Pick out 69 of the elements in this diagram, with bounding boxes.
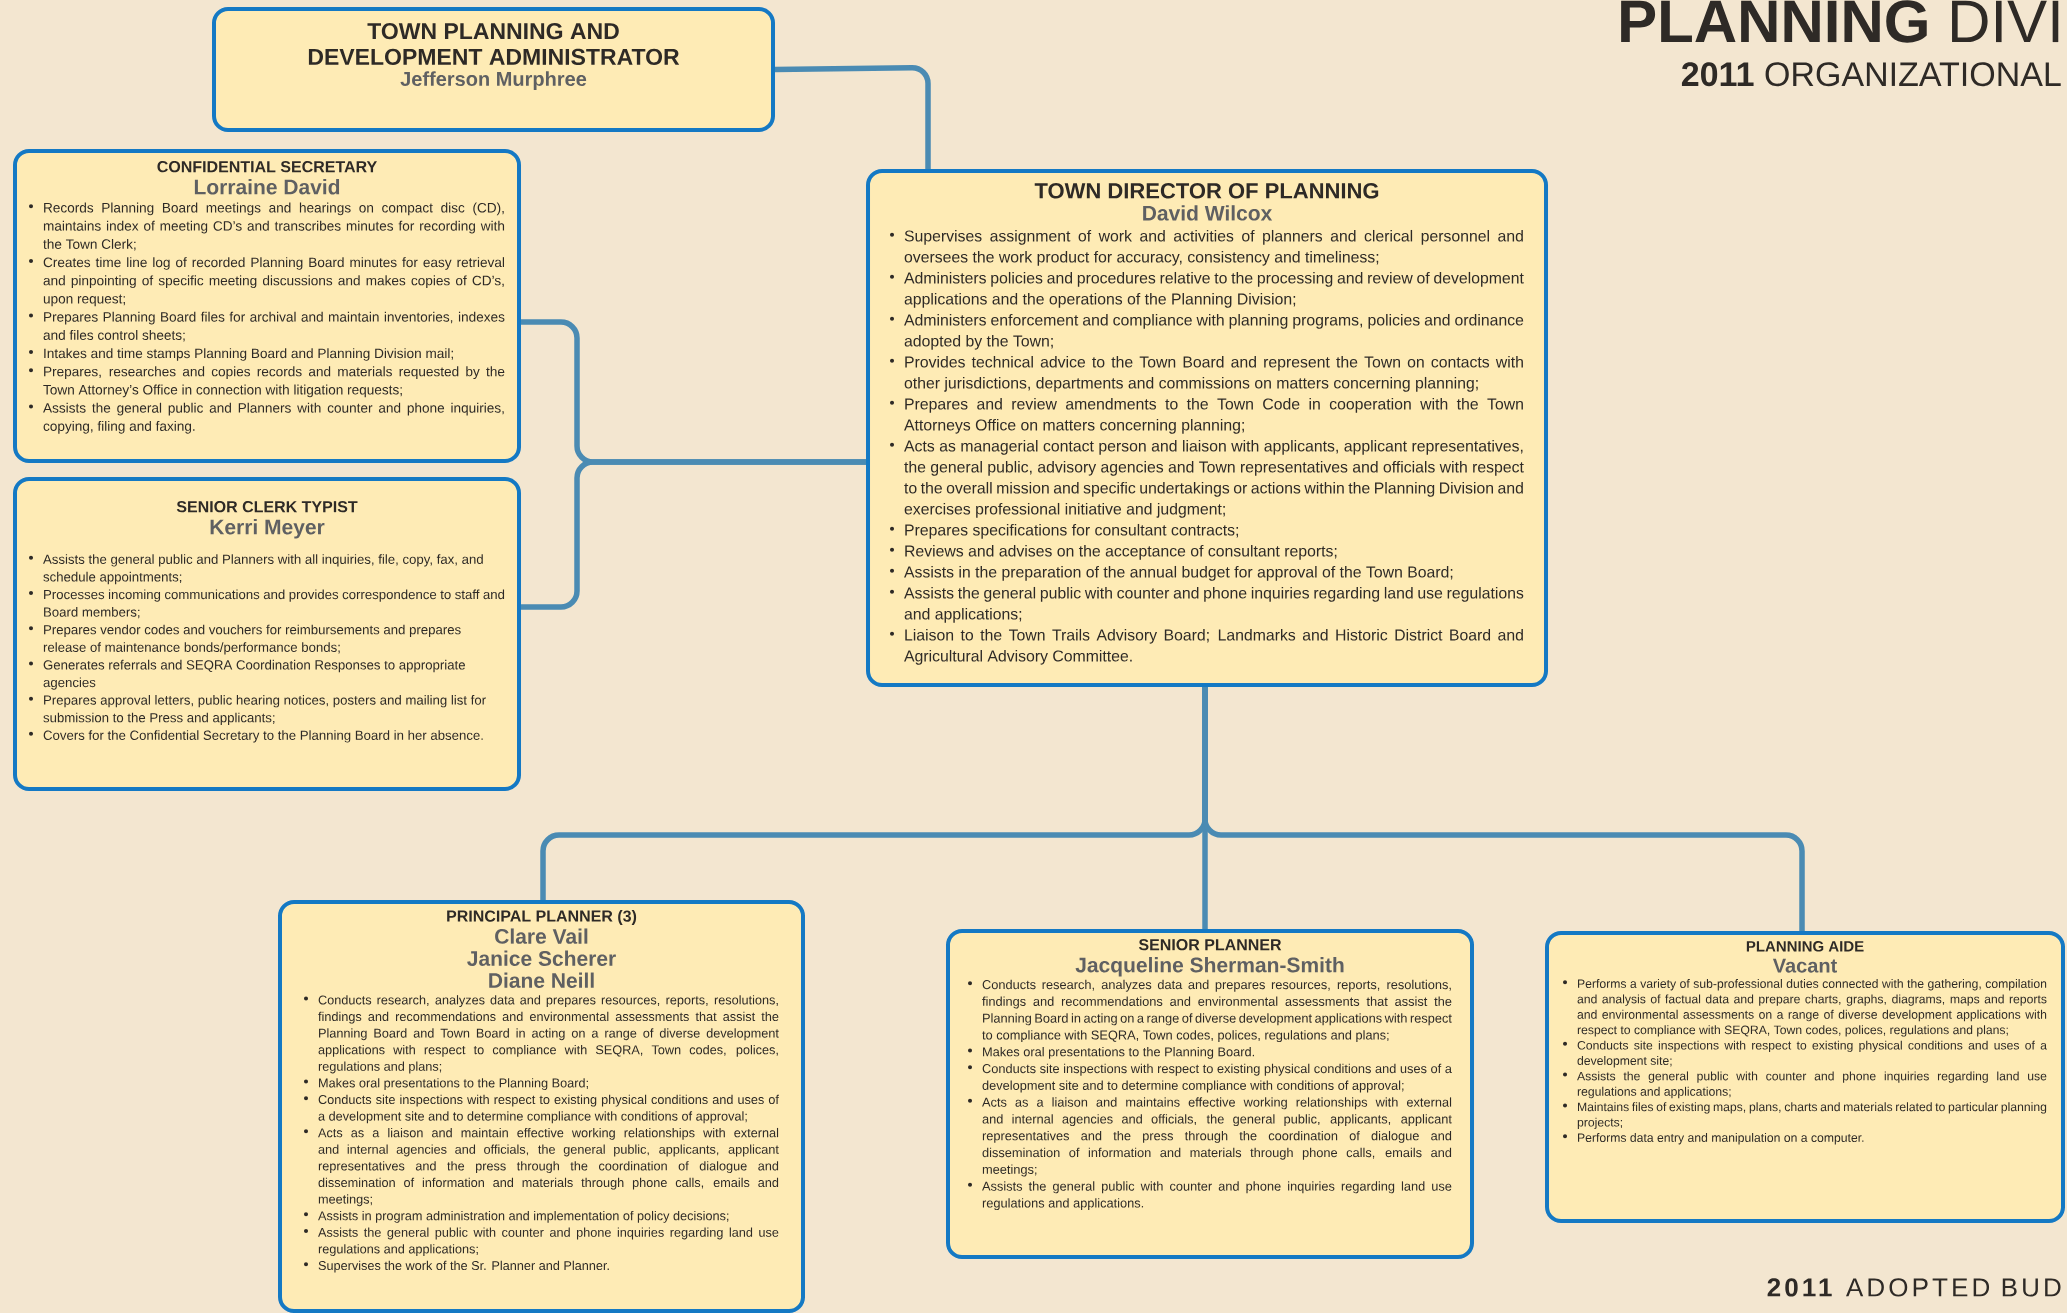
duty-item: Records Planning Board meetings and hearings on compact disc (CD), maintains index of meeting CD’s and transcribes minutes for recording with the Town Clerk;: [29, 202, 505, 251]
duty-item: Performs data entry and manipulation on a computer.: [1563, 1133, 1864, 1145]
duty-item: Assists in program administration and implementation of policy decisions;: [304, 1210, 729, 1223]
role-box: [13, 149, 521, 463]
duty-item: Acts as managerial contact person and liaison with applicants, applicant representatives, the general public, advisory agencies and Town representatives and officials with respect to the overall mission and specific undertakings or actions within the Planning Division and exercises professional initiative and judgment;: [890, 439, 1524, 518]
role-box: [1545, 931, 2065, 1223]
duty-item: Conducts site inspections with respect to existing physical conditions and uses of a development site;: [1563, 1040, 2047, 1068]
duty-item: Creates time line log of recorded Planning Board minutes for easy retrieval and pinpointing of specific meeting discussions and makes copies of CD’s, upon request;: [29, 257, 505, 307]
duty-item: Conducts research, analyzes data and prepares resources, reports, resolutions, findings and recommendations and environmental assessments that assist the Planning Board and Town Board in acting on a range of diverse development applications with respect to compliance with SEQRA, Town codes, polices, regulations and plans;: [304, 995, 779, 1074]
role-title: CONFIDENTIAL SECRETARY: [157, 161, 377, 173]
duty-item: Intakes and time stamps Planning Board and Planning Division mail;: [29, 348, 453, 361]
person-name: Diane Neill: [489, 972, 594, 988]
role-title: PLANNING AIDE: [1746, 941, 1864, 952]
role-title: TOWN PLANNING AND DEVELOPMENT ADMINISTRATOR: [308, 23, 680, 66]
duty-item: Assists the general public with counter and phone inquiries regarding land use regulations and applications.: [968, 1181, 1452, 1211]
duty-item: Prepares approval letters, public hearing notices, posters and mailing list for submission to the Press and applicants;: [29, 695, 486, 725]
duty-item: Conducts research, analyzes data and prepares resources, reports, resolutions, findings and recommendations and environmental assessments that assist the Planning Board in acting on a range of diverse development applications with respect to compliance with SEQRA, Town codes, polices, regulations and plans;: [968, 979, 1452, 1043]
duty-item: Prepares Planning Board files for archival and maintain inventories, indexes and files control sheets;: [29, 311, 505, 342]
duty-item: Supervises assignment of work and activities of planners and clerical personnel and oversees the work product for accuracy, consistency and timeliness;: [890, 229, 1523, 266]
subtitle-text: 2011 ORGANIZATIONAL: [1681, 62, 2061, 87]
duty-item: Assists the general public with counter and phone inquiries regarding land use regulations and applications;: [890, 586, 1524, 623]
person-name: Kerri Meyer: [210, 519, 325, 539]
duty-item: Processes incoming communications and provides correspondence to staff and Board members;: [29, 589, 505, 619]
person-name: David Wilcox: [1143, 205, 1273, 221]
subtitle-text: 2011 ADOPTED BUD: [1767, 1278, 2061, 1297]
duty-item: Assists the general public and Planners with counter and phone inquiries, copying, filing and faxing.: [29, 402, 504, 434]
role-box: [13, 477, 521, 791]
person-name: Lorraine David: [194, 179, 340, 195]
role-box: [278, 900, 805, 1313]
duty-item: Conducts site inspections with respect to existing physical conditions and uses of a development site and to determine compliance with conditions of approval;: [968, 1063, 1452, 1093]
duty-item: Makes oral presentations to the Planning Board;: [304, 1078, 588, 1090]
connector-line: [521, 459, 866, 610]
duty-item: Assists the general public with counter and phone inquiries regarding land use regulations and applications;: [304, 1227, 779, 1256]
role-title: SENIOR CLERK TYPIST: [176, 501, 358, 513]
duty-item: Prepares vendor codes and vouchers for reimbursements and prepares release of maintenance bonds/performance bonds;: [29, 624, 461, 655]
duty-item: Makes oral presentations to the Planning Board.: [968, 1046, 1254, 1059]
duty-item: Covers for the Confidential Secretary to the Planning Board in her absence.: [29, 730, 483, 743]
person-name: Jacqueline Sherman-Smith: [1075, 957, 1344, 977]
duty-item: Maintains files of existing maps, plans, charts and materials related to particular planning projects;: [1563, 1102, 2047, 1129]
role-title: SENIOR PLANNER: [1138, 939, 1282, 951]
duty-item: Administers policies and procedures relative to the processing and review of development applications and the operations of the Planning Division;: [890, 271, 1524, 308]
duty-item: Liaison to the Town Trails Advisory Board; Landmarks and Historic District Board and Agricultural Advisory Committee.: [890, 628, 1523, 665]
duty-item: Conducts site inspections with respect to existing physical conditions and uses of a development site and to determine compliance with conditions of approval;: [304, 1094, 779, 1124]
person-name: Clare Vail: [495, 928, 588, 944]
duty-item: Assists the general public with counter and phone inquiries regarding land use regulations and applications;: [1563, 1071, 2047, 1099]
connector-line: [774, 64, 931, 169]
duty-item: Assists in the preparation of the annual budget for approval of the Town Board;: [890, 565, 1453, 581]
duty-item: Acts as a liaison and maintain effective working relationships with external and internal agencies and officials, the general public, applicants, applicant representatives and the press through the coordination of dialogue and dissemination of information and materials through phone calls, emails and meetings;: [304, 1127, 779, 1207]
duty-item: Prepares, researches and copies records and materials requested by the Town Attorney’s Office in connection with litigation requests;: [29, 366, 505, 398]
duty-item: Performs a variety of sub-professional duties connected with the gathering, compilation and analysis of factual data and prepare charts, graphs, diagrams, maps and reports and environmental assessments on a range of diverse development applications with respect to compliance with SEQRA, Town codes, polices, regulations and plans;: [1563, 979, 2047, 1037]
duty-item: Supervises the work of the Sr. Planner and Planner.: [304, 1260, 609, 1273]
role-box: [946, 929, 1474, 1259]
duty-item: Generates referrals and SEQRA Coordination Responses to appropriate agencies: [29, 659, 465, 690]
duty-item: Prepares specifications for consultant contracts;: [890, 523, 1238, 539]
role-title: PRINCIPAL PLANNER (3): [447, 910, 637, 925]
person-name: Jefferson Murphree: [400, 71, 587, 90]
role-title: TOWN DIRECTOR OF PLANNING: [1034, 183, 1379, 199]
role-box: [212, 7, 775, 132]
connector-line: [1202, 687, 1805, 931]
duty-item: Provides technical advice to the Town Board and represent the Town on contacts with other jurisdictions, departments and commissions on matters concerning planning;: [890, 355, 1523, 392]
duty-item: Administers enforcement and compliance with planning programs, policies and ordinance adopted by the Town;: [890, 313, 1524, 350]
duty-item: Acts as a liaison and maintains effective working relationships with external and internal agencies and officials, the general public, applicants, applicant representatives and the press through the coordination of dialogue and dissemination of information and materials through phone calls, emails and meetings;: [968, 1097, 1452, 1177]
page-title: PLANNING DIVI: [1621, 0, 2059, 43]
role-box: [866, 169, 1548, 687]
duty-item: Assists the general public and Planners with all inquiries, file, copy, fax, and schedule appointments;: [29, 554, 483, 585]
duty-item: Reviews and advises on the acceptance of consultant reports;: [890, 544, 1337, 560]
duty-item: Prepares and review amendments to the Town Code in cooperation with the Town Attorneys Office on matters concerning planning;: [890, 397, 1523, 434]
person-name: Vacant: [1772, 958, 1837, 973]
person-name: Janice Scherer: [467, 950, 616, 966]
